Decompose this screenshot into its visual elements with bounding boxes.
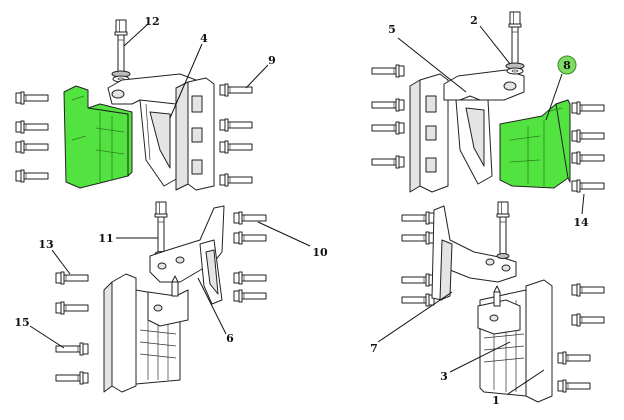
assembly-bottom-right: [401, 201, 605, 403]
bolt: [571, 129, 605, 143]
bolt: [571, 101, 605, 115]
bolt: [55, 301, 89, 315]
bolt-13: [55, 271, 89, 285]
bracket-4: [107, 73, 197, 187]
bolt: [219, 83, 253, 97]
bolt: [15, 140, 49, 154]
bolt: [401, 231, 435, 245]
side-plate-5: [409, 73, 449, 193]
bolt: [55, 371, 89, 385]
bracket-5: [443, 69, 525, 185]
callout-label-15: 15: [14, 316, 29, 329]
callout-label-3: 3: [440, 370, 448, 383]
bolt: [233, 289, 267, 303]
bolt-2: [508, 11, 522, 66]
bolt: [401, 273, 435, 287]
bolt-10: [233, 211, 267, 225]
bolt: [401, 293, 435, 307]
bolt: [557, 351, 591, 365]
side-plate-9: [175, 77, 215, 191]
bolt: [571, 151, 605, 165]
bolt: [219, 118, 253, 132]
bolt: [15, 169, 49, 183]
callout-label-9: 9: [268, 54, 276, 67]
bolt: [371, 98, 405, 112]
callout-label-4: 4: [200, 32, 208, 45]
callout-label-10: 10: [312, 246, 328, 259]
bolt: [233, 231, 267, 245]
bolt: [219, 173, 253, 187]
callout-label-6: 6: [226, 332, 234, 345]
callout-highlight-circle: [557, 55, 577, 75]
leader-lines: [29, 23, 585, 395]
bolt-12: [114, 19, 128, 74]
bolt-14: [571, 179, 605, 193]
callout-label-14: 14: [573, 216, 589, 229]
highlighted-mount-right: [499, 99, 571, 189]
assembly-top-right: [371, 11, 605, 193]
callout-label-1: 1: [492, 394, 500, 407]
washer-stack: [505, 62, 525, 75]
bolt: [571, 283, 605, 297]
callout-label-5: 5: [388, 23, 396, 36]
bracket-7: [431, 205, 517, 301]
washer: [496, 253, 510, 259]
callout-label-2: 2: [470, 14, 478, 27]
mount-base-right: [477, 279, 553, 403]
bolt: [557, 379, 591, 393]
bolt: [219, 140, 253, 154]
bolt: [401, 211, 435, 225]
bolt: [571, 313, 605, 327]
bolt: [371, 64, 405, 78]
mount-base-left: [103, 273, 189, 393]
callout-labels: 12 4 9 5 2 8 14 11 10 13 15 6 7 3 1: [14, 14, 589, 407]
bolt: [15, 120, 49, 134]
callout-label-11: 11: [98, 232, 113, 245]
callout-label-7: 7: [370, 342, 378, 355]
bolt-11: [154, 201, 168, 256]
bracket-6: [149, 205, 225, 305]
bolt: [371, 121, 405, 135]
bolt: [233, 271, 267, 285]
highlighted-mount-left: [63, 85, 133, 189]
bolt: [496, 201, 510, 256]
bolt: [15, 91, 49, 105]
callout-label-12: 12: [144, 15, 159, 28]
assembly-bottom-left: [55, 201, 267, 393]
bolt-15: [55, 342, 89, 356]
callout-label-8: 8: [563, 59, 571, 72]
callout-label-13: 13: [38, 238, 53, 251]
bolt: [371, 155, 405, 169]
assembly-top-left: [15, 19, 253, 191]
